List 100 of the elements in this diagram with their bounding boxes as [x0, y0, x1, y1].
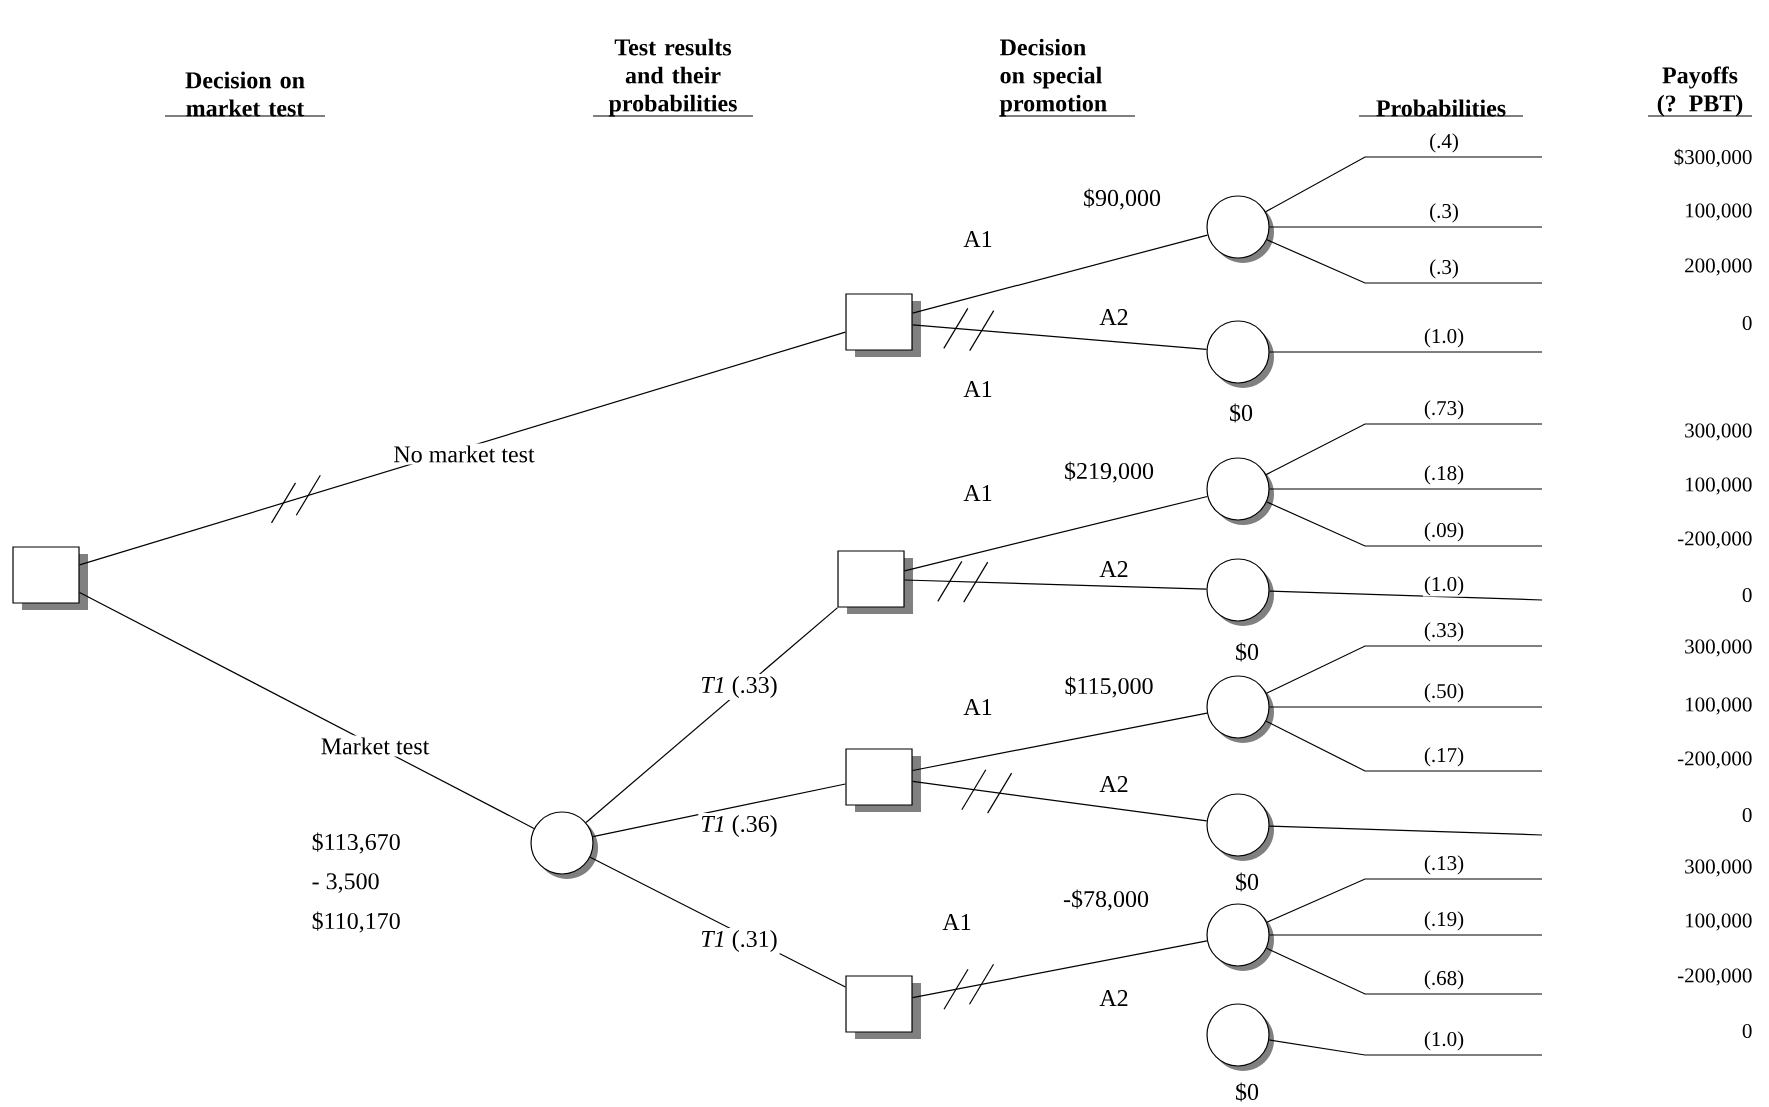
- edge-label: No market test: [391, 443, 537, 465]
- outcome-line: [1269, 934, 1543, 936]
- expected-value: $0: [1236, 872, 1259, 892]
- edge-label: A2: [1097, 559, 1131, 579]
- outcome-line: [1269, 488, 1543, 490]
- chance-circle: [1206, 457, 1274, 525]
- column-header: Probabilities: [1358, 99, 1524, 117]
- probability-label: (.09): [1422, 521, 1466, 543]
- column-header: Test results and their probabilities: [592, 38, 754, 117]
- payoff-value: 100,000: [1686, 477, 1752, 495]
- chance-circle: [530, 811, 598, 879]
- outcome-line: [1266, 501, 1543, 547]
- payoff-value: 0: [1742, 315, 1752, 331]
- probability-label: (.3): [1428, 202, 1460, 224]
- expected-value: $90,000: [1084, 188, 1161, 210]
- payoff-value: 0: [1742, 1023, 1752, 1039]
- payoff-value: -200,000: [1677, 968, 1752, 986]
- value-label: A1: [963, 381, 992, 397]
- branch-line: [585, 607, 839, 824]
- probability-label: (.13): [1422, 854, 1466, 876]
- decision-square: [12, 546, 88, 610]
- expected-value: $0: [1236, 1082, 1259, 1102]
- edge-label: A1: [961, 697, 995, 717]
- probability-label: (.68): [1422, 969, 1466, 991]
- branch-line: [79, 591, 535, 830]
- payoff-value: 100,000: [1686, 913, 1752, 931]
- edge-label: T1 (.33): [698, 674, 780, 700]
- edge-label: Market test: [318, 735, 432, 757]
- probability-label: (.50): [1422, 682, 1466, 704]
- outcome-line: [1266, 878, 1543, 923]
- payoff-value: 300,000: [1685, 859, 1752, 877]
- payoff-value: 0: [1742, 587, 1752, 603]
- edge-label: A1: [961, 229, 995, 249]
- expected-value: $0: [1230, 403, 1253, 423]
- chance-circle: [1206, 558, 1274, 626]
- outcome-line: [1269, 351, 1543, 353]
- outcome-line: [1266, 947, 1543, 995]
- chance-circle: [1206, 903, 1274, 971]
- probability-label: (.18): [1422, 464, 1466, 486]
- outcome-line: [1269, 226, 1543, 228]
- outcome-line: [1265, 423, 1543, 476]
- edge-label: T1 (.31): [698, 928, 780, 954]
- outcome-line: [1266, 239, 1543, 284]
- edge-label: A2: [1097, 774, 1131, 794]
- branch-line: [912, 780, 1208, 822]
- value-label: A2: [1099, 990, 1128, 1006]
- outcome-line: [1269, 825, 1543, 836]
- probability-label: (1.0): [1422, 575, 1466, 597]
- column-header: Decision on special promotion: [998, 38, 1136, 117]
- chance-circle: [1206, 1003, 1274, 1071]
- payoff-value: 300,000: [1685, 639, 1752, 657]
- decision-square: [845, 975, 921, 1039]
- decision-square: [837, 550, 913, 614]
- value-label: - 3,500: [312, 873, 379, 893]
- decision-square: [845, 748, 921, 812]
- payoff-value: -200,000: [1677, 531, 1752, 549]
- probability-label: (.3): [1428, 258, 1460, 280]
- payoff-value: $300,000: [1674, 148, 1752, 168]
- outcome-line: [1265, 645, 1543, 694]
- outcome-line: [1265, 720, 1543, 772]
- edge-label: T1 (.36): [698, 813, 780, 839]
- payoff-value: 300,000: [1685, 423, 1752, 441]
- column-header: Decision on market test: [164, 71, 326, 117]
- chance-circle: [1206, 320, 1274, 388]
- payoff-value: -200,000: [1677, 751, 1752, 769]
- branch-line: [912, 940, 1208, 999]
- decision-square: [845, 293, 921, 357]
- chance-circle: [1206, 195, 1274, 263]
- chance-circle: [1206, 675, 1274, 743]
- expected-value: -$78,000: [1063, 889, 1149, 911]
- payoff-value: 100,000: [1686, 697, 1752, 715]
- outcome-line: [1268, 1039, 1543, 1056]
- branch-line: [79, 331, 846, 566]
- edge-label: A1: [961, 483, 995, 503]
- value-label: $113,670: [312, 832, 400, 854]
- branch-line: [592, 783, 846, 838]
- probability-label: (.73): [1422, 399, 1466, 421]
- branch-line: [912, 712, 1208, 772]
- probability-label: (.19): [1422, 910, 1466, 932]
- payoff-value: 100,000: [1686, 203, 1752, 221]
- chance-circle: [1206, 793, 1274, 861]
- expected-value: $219,000: [1065, 461, 1154, 483]
- value-label: $110,170: [312, 911, 400, 933]
- payoff-value: 0: [1742, 807, 1752, 823]
- probability-label: (1.0): [1422, 1030, 1466, 1052]
- outcome-line: [1269, 590, 1543, 601]
- column-header: Payoffs (? PBT): [1647, 66, 1753, 117]
- expected-value: $0: [1236, 642, 1259, 662]
- branch-line: [912, 324, 1208, 350]
- probability-label: (.4): [1428, 132, 1460, 154]
- payoff-value: 200,000: [1685, 258, 1752, 276]
- expected-value: $115,000: [1065, 676, 1153, 698]
- probability-label: (1.0): [1422, 327, 1466, 349]
- probability-label: (.33): [1422, 621, 1466, 643]
- branch-line: [904, 495, 1208, 572]
- edge-label: A1: [940, 912, 974, 932]
- probability-label: (.17): [1422, 746, 1466, 768]
- edge-label: A2: [1097, 307, 1131, 327]
- branch-line: [904, 579, 1208, 590]
- outcome-line: [1269, 706, 1543, 708]
